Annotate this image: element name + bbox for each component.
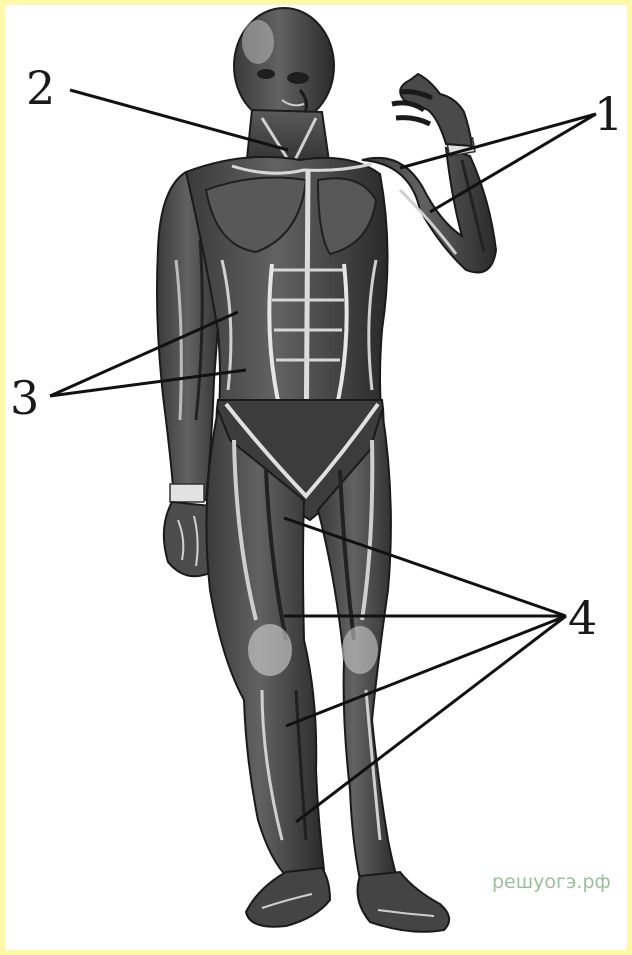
callout-label-4: 4 <box>568 591 597 645</box>
head <box>234 8 334 124</box>
left-foot <box>246 868 330 927</box>
right-hand <box>392 74 472 146</box>
leader-line-4a <box>284 518 566 616</box>
right-foot <box>358 872 450 932</box>
callout-label-1: 1 <box>594 87 623 141</box>
callout-label-3: 3 <box>10 371 39 425</box>
callout-label-2: 2 <box>26 61 55 115</box>
watermark-text: решуогэ.рф <box>492 871 611 893</box>
leader-line-4c <box>286 616 566 726</box>
muscular-human-figure <box>157 8 496 932</box>
leader-line-4d <box>296 616 566 822</box>
